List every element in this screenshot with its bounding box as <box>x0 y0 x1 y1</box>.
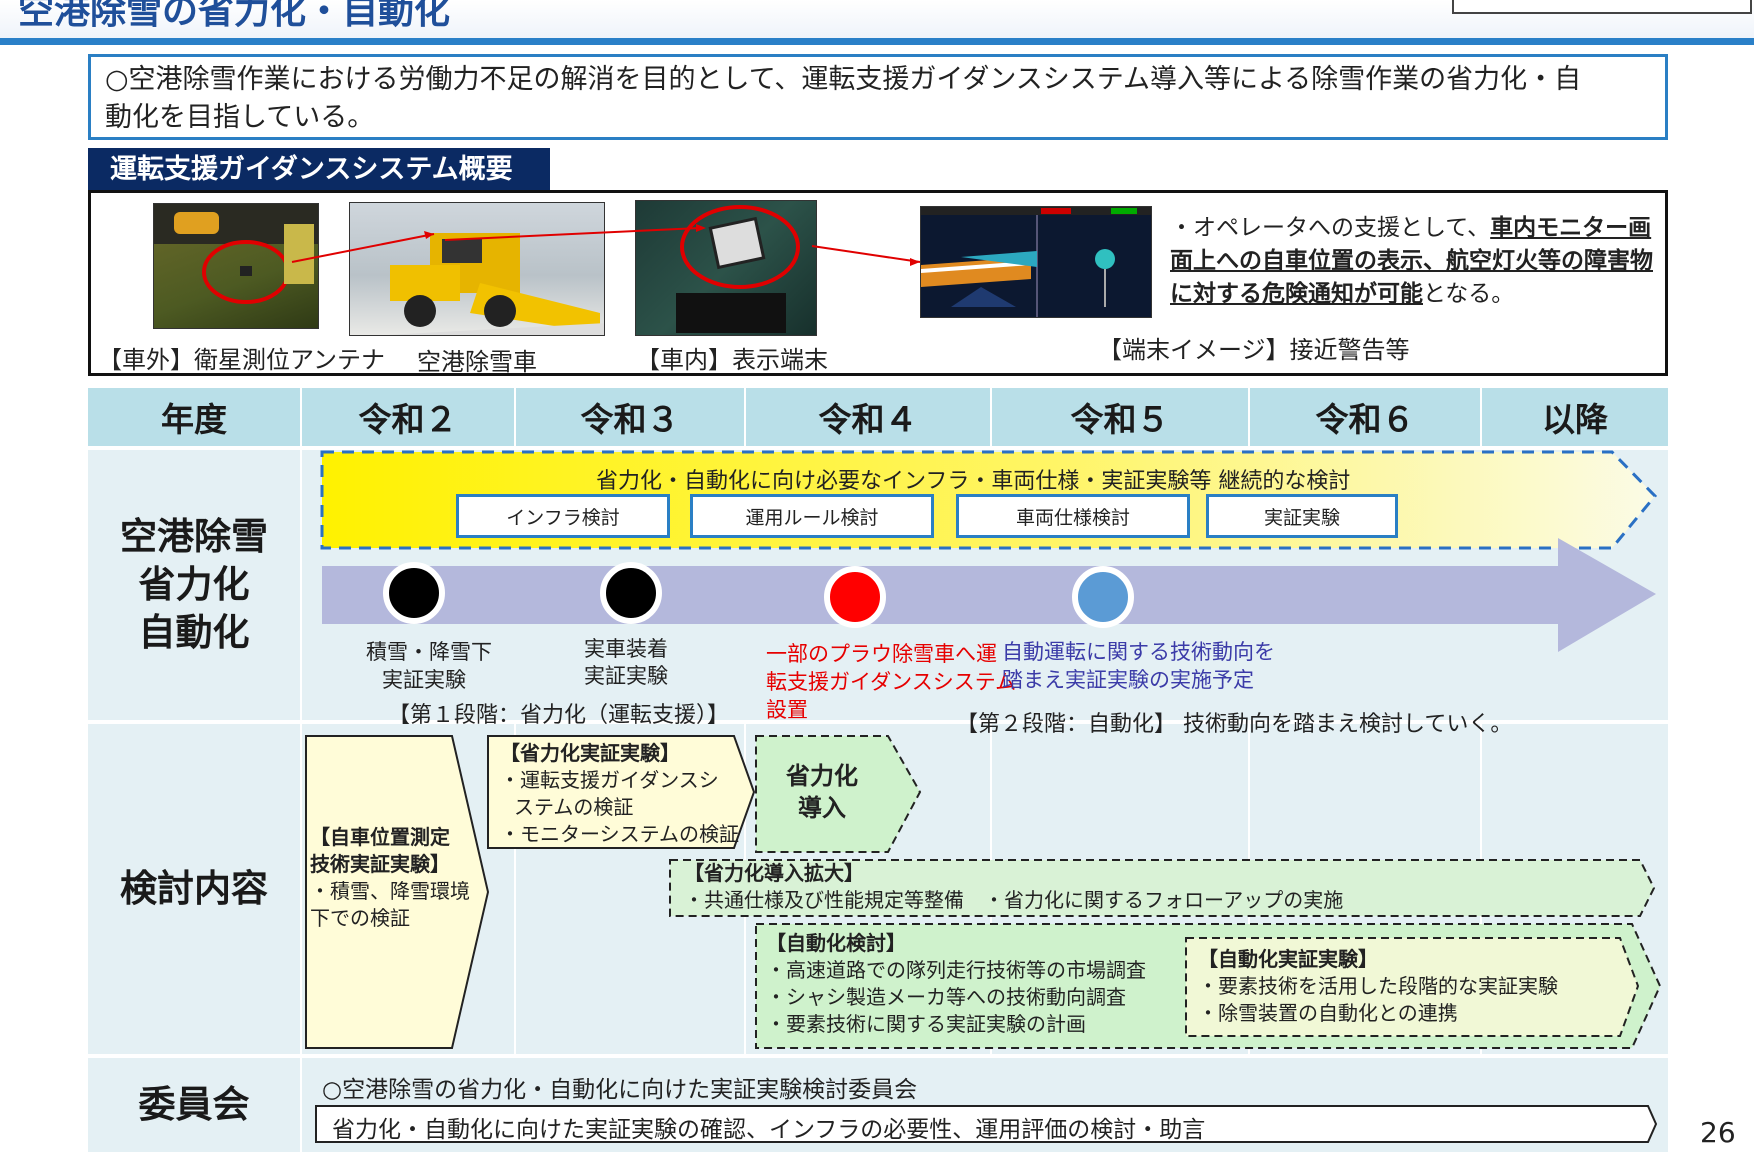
caption-antenna: 【車外】衛星測位アンテナ <box>98 346 386 374</box>
sub-box-infra: インフラ検討 <box>456 494 670 538</box>
box1-text: 【自車位置測定 技術実証実験】 ・積雪、降雪環境 下での検証 <box>310 824 470 932</box>
box5-title: 【自動化検討】 <box>766 931 906 955</box>
box3-l1: 省力化 <box>786 762 858 790</box>
box4-title: 【省力化導入拡大】 <box>684 861 864 885</box>
box2-l3: ・モニターシステムの検証 <box>500 822 739 846</box>
overview-arrows <box>291 224 921 266</box>
row-label-snow-l1: 空港除雪 <box>120 515 268 558</box>
milestone4-l2: 踏まえ実証実験の実施予定 <box>1002 668 1254 692</box>
box3-l2: 導入 <box>798 794 846 822</box>
box-saving-exp <box>487 735 756 849</box>
sub-box-rules: 運用ルール検討 <box>690 494 934 538</box>
header-r2: 令和２ <box>302 388 514 446</box>
sub-box-vehicle: 車両仕様検討 <box>956 494 1190 538</box>
committee-arrow <box>315 1105 1658 1143</box>
box1-title-l2: 技術実証実験】 <box>310 852 450 876</box>
desc-suffix: となる。 <box>1423 281 1515 307</box>
terminal-photo-art <box>676 205 800 333</box>
committee-role: 省力化・自動化に向けた実証実験の確認、インフラの必要性、運用評価の検討・助言 <box>332 1117 1206 1143</box>
box1-title-l1: 【自車位置測定 <box>310 825 450 849</box>
display-image <box>920 206 1152 318</box>
intro-text-line2: 動化を目指している。 <box>105 102 375 133</box>
stage2-label: 【第２段階：自動化】 技術動向を踏まえ検討していく。 <box>956 712 1513 737</box>
caption-terminal: 【車内】表示端末 <box>636 346 828 374</box>
milestone3-l1: 一部のプラウ除雪車へ運 <box>766 642 997 666</box>
row-label-study: 検討内容 <box>88 724 300 1054</box>
box5-l1: ・高速道路での隊列走行技術等の市場調査 <box>766 958 1146 982</box>
page-title: 空港除雪の省力化・自動化 <box>18 0 451 32</box>
snowplow-photo <box>349 202 605 336</box>
box3-text: 省力化 導入 <box>786 760 858 824</box>
box6-l1: ・要素技術を活用した段階的な実証実験 <box>1198 974 1558 998</box>
committee-name: ○空港除雪の省力化・自動化に向けた実証実験検討委員会 <box>322 1077 918 1103</box>
box5-l2: ・シャシ製造メーカ等への技術動向調査 <box>766 985 1126 1009</box>
box2-title: 【省力化実証実験】 <box>500 741 680 765</box>
overview-tab: 運転支援ガイダンスシステム概要 <box>88 148 550 192</box>
box2-l2: ステムの検証 <box>514 795 634 819</box>
box-position-exp <box>305 735 490 1049</box>
antenna-photo <box>153 203 319 329</box>
milestone-blue <box>1072 566 1134 628</box>
milestone-red <box>824 566 886 628</box>
row-label-snow: 空港除雪 省力化 自動化 <box>88 450 300 720</box>
header-r4: 令和４ <box>746 388 990 446</box>
display-image-art <box>921 207 1151 317</box>
milestone-black-1 <box>383 562 445 624</box>
box1-body-l1: ・積雪、降雪環境 <box>310 879 470 903</box>
header-r3: 令和３ <box>516 388 744 446</box>
milestone-black-2 <box>600 562 662 624</box>
overview-description: ・オペレータへの支援として、車内モニター画面上への自車位置の表示、航空灯火等の障… <box>1170 212 1660 311</box>
milestone3-l3: 設置 <box>766 698 808 722</box>
milestone1-l2: 実証実験 <box>382 668 466 692</box>
stage1-label: 【第１段階：省力化（運転支援）】 <box>388 703 730 728</box>
box6-text: 【自動化実証実験】 ・要素技術を活用した段階的な実証実験 ・除雪装置の自動化との… <box>1198 946 1558 1027</box>
box-auto-exp <box>1185 937 1640 1037</box>
box-saving-intro <box>755 735 922 853</box>
box2-text: 【省力化実証実験】 ・運転支援ガイダンスシ ステムの検証 ・モニターシステムの検… <box>500 740 739 848</box>
snowplow-photo-art <box>386 233 604 335</box>
milestone3-l2: 転支援ガイダンスシステム <box>766 670 1017 694</box>
header-corner-box <box>1452 0 1752 14</box>
timeline-arrow <box>322 538 1656 652</box>
milestone2-l2: 実証実験 <box>584 664 668 688</box>
box-expand <box>669 859 1656 917</box>
box5-l3: ・要素技術に関する実証実験の計画 <box>766 1012 1086 1036</box>
row-label-snow-l2: 省力化 <box>138 563 250 606</box>
header-r5: 令和５ <box>992 388 1248 446</box>
box4-text: 【省力化導入拡大】 ・共通仕様及び性能規定等整備 ・省力化に関するフォローアップ… <box>684 860 1343 914</box>
terminal-photo <box>635 200 817 336</box>
milestone1-l1: 積雪・降雪下 <box>366 640 492 664</box>
milestone4-l1: 自動運転に関する技術動向を <box>1002 640 1275 664</box>
caption-display: 【端末イメージ】接近警告等 <box>1098 336 1410 364</box>
box4-body: ・共通仕様及び性能規定等整備 ・省力化に関するフォローアップの実施 <box>684 888 1344 912</box>
desc-bold: 車内モニター画面上への自車位置の表示、航空灯火等の障害物に対する危険通知が可能 <box>1170 215 1653 307</box>
box6-l2: ・除雪装置の自動化との連携 <box>1198 1001 1458 1025</box>
box5-text: 【自動化検討】 ・高速道路での隊列走行技術等の市場調査 ・シャシ製造メーカ等への… <box>766 930 1146 1038</box>
page-number: 26 <box>1700 1116 1736 1149</box>
caption-snowplow: 空港除雪車 <box>417 348 537 376</box>
antenna-photo-art <box>154 204 318 304</box>
continuous-study-label: 省力化・自動化に向け必要なインフラ・車両仕様・実証実験等 継続的な検討 <box>596 469 1351 494</box>
header-r6: 令和６ <box>1250 388 1480 446</box>
box6-title: 【自動化実証実験】 <box>1198 947 1378 971</box>
sub-box-experiment: 実証実験 <box>1206 494 1398 538</box>
header-rule <box>0 38 1754 45</box>
box2-l1: ・運転支援ガイダンスシ <box>500 768 719 792</box>
header-later: 以降 <box>1482 388 1668 446</box>
col-sep <box>514 724 516 1054</box>
intro-text-line1: ○空港除雪作業における労働力不足の解消を目的として、運転支援ガイダンスシステム導… <box>105 64 1582 95</box>
row-label-committee: 委員会 <box>88 1058 300 1152</box>
row-label-snow-l3: 自動化 <box>138 611 250 654</box>
header-year: 年度 <box>88 388 300 446</box>
milestone2-l1: 実車装着 <box>584 637 668 661</box>
box1-body-l2: 下での検証 <box>310 906 410 930</box>
intro-box: ○空港除雪作業における労働力不足の解消を目的として、運転支援ガイダンスシステム導… <box>88 54 1668 140</box>
desc-prefix: ・オペレータへの支援として、 <box>1170 215 1491 241</box>
